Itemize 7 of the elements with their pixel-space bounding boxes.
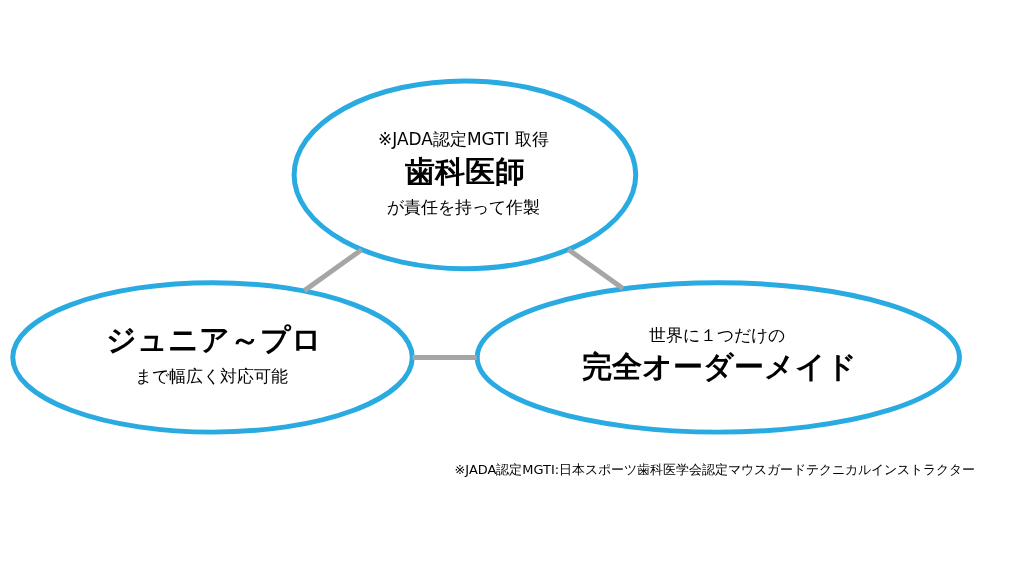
connector	[566, 247, 625, 290]
connector	[302, 247, 363, 293]
label: ※JADA認定MGTI:日本スポーツ歯科医学会認定マウスガードテクニカルインストラクター	[454, 461, 976, 477]
node-ellipse: ジュニア～プロ まで幅広く対応可能	[10, 279, 415, 435]
connector	[412, 354, 477, 360]
node-ellipse: 世界に１つだけの 完全オーダーメイド	[474, 279, 962, 435]
node-ellipse: ※JADA認定MGTI 取得 歯科医師 が責任を持って作製	[291, 77, 639, 271]
